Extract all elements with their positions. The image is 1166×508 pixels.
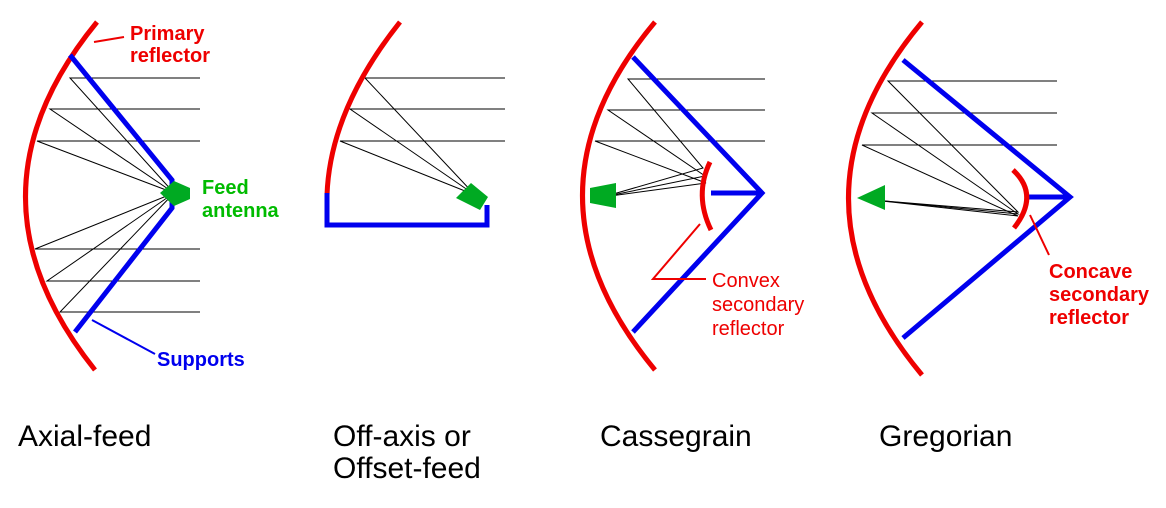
ray (36, 140, 200, 194)
cassegrain-primary-reflector (580, 20, 657, 372)
primary-label-line-2: reflector (130, 45, 210, 67)
ray (348, 108, 505, 196)
concave-secondary-leader (1029, 214, 1050, 256)
ray (45, 192, 200, 282)
offset-feed-antenna (456, 183, 488, 210)
ray (58, 192, 200, 313)
concave-label-line-3: reflector (1049, 307, 1129, 329)
convex-label-line-3: reflector (712, 318, 785, 340)
axial-incoming-rays (34, 77, 200, 313)
feed-antenna-label: Feed antenna (202, 177, 280, 222)
feed-label-line-2: antenna (202, 200, 280, 222)
concave-secondary-label: Concave secondary reflector (1049, 261, 1155, 329)
convex-secondary-label: Convex secondary reflector (712, 270, 810, 340)
ray (339, 140, 505, 196)
convex-secondary-leader (650, 223, 706, 280)
ray (594, 140, 765, 198)
axial-primary-reflector (23, 20, 99, 372)
axial-supports (68, 53, 175, 334)
primary-reflector-leader (93, 36, 125, 43)
gregorian-panel: Concave secondary reflector Gregorian (846, 20, 1155, 453)
feed-label-line-1: Feed (202, 177, 249, 199)
offset-primary-reflector (324, 20, 402, 196)
cassegrain-caption: Cassegrain (600, 420, 752, 453)
ray (872, 80, 1057, 213)
primary-reflector-label: Primary reflector (130, 23, 210, 67)
supports-leader (91, 319, 156, 355)
axial-feed-antenna (160, 181, 190, 206)
concave-label-line-2: secondary (1049, 284, 1150, 306)
ray (861, 144, 1057, 217)
cassegrain-feed-antenna (590, 183, 616, 208)
ray (34, 192, 200, 250)
primary-label-line-1: Primary (130, 23, 205, 45)
gregorian-feed-antenna (857, 185, 885, 210)
ray (68, 77, 200, 194)
ray (363, 77, 505, 196)
offset-incoming-rays (339, 77, 505, 196)
convex-label-line-1: Convex (712, 270, 780, 292)
axial-feed-panel: Primary reflector Feed antenna Supports … (18, 20, 280, 453)
convex-label-line-2: secondary (712, 294, 804, 316)
offset-feed-panel: Off-axis or Offset-feed (324, 20, 505, 485)
gregorian-primary-reflector (846, 20, 924, 377)
convex-secondary-reflector (699, 160, 714, 232)
ray (602, 78, 765, 198)
ray (48, 108, 200, 194)
offset-support (324, 193, 490, 228)
concave-label-line-1: Concave (1049, 261, 1132, 283)
offset-feed-caption: Off-axis or Offset-feed (333, 420, 481, 485)
gregorian-caption: Gregorian (879, 420, 1012, 453)
supports-label: Supports (157, 349, 245, 371)
concave-secondary-reflector (1011, 168, 1030, 230)
offset-caption-line-1: Off-axis or (333, 420, 471, 453)
cassegrain-incoming-rays (594, 78, 765, 198)
cassegrain-panel: Convex secondary reflector Cassegrain (580, 20, 810, 453)
offset-caption-line-2: Offset-feed (333, 452, 481, 485)
axial-feed-caption: Axial-feed (18, 420, 151, 453)
